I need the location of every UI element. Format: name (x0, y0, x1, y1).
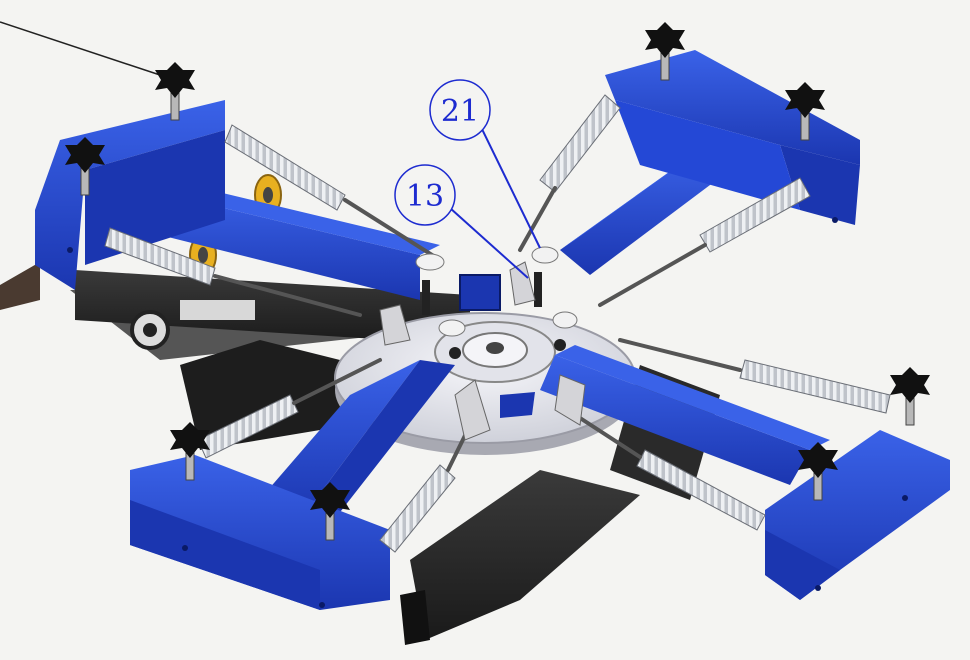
arm-bottom-right (540, 345, 830, 485)
callout-13: 13 (394, 164, 529, 279)
table-edge (0, 262, 40, 310)
callout-label-13: 13 (406, 179, 444, 214)
center-fittings (379, 246, 586, 441)
callout-label-21: 21 (441, 94, 479, 129)
star-knob-icon (65, 22, 930, 541)
bracket-bottom-right (765, 430, 950, 600)
bracket-holes (67, 217, 908, 608)
bracket-bottom-left (130, 455, 390, 610)
tension-spring-icon (104, 94, 891, 553)
turnbuckle-rods (213, 186, 742, 472)
callout-21: 21 (429, 79, 541, 249)
background-wire (0, 21, 161, 76)
arm-bottom-left (255, 360, 455, 525)
